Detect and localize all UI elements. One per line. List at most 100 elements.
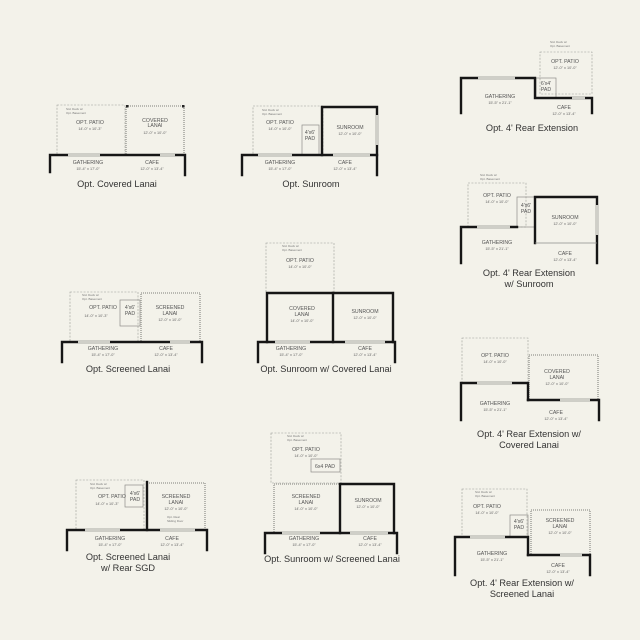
svg-text:COVERED: COVERED — [289, 306, 315, 312]
svg-text:Std. Deck w/: Std. Deck w/ — [475, 490, 492, 494]
svg-text:Opt. Basement: Opt. Basement — [82, 297, 102, 301]
svg-text:Covered Lanai: Covered Lanai — [499, 440, 559, 450]
svg-text:12'-0" x 10'-0": 12'-0" x 10'-0" — [353, 316, 377, 320]
svg-text:14'-0" x 10'-0": 14'-0" x 10'-0" — [268, 127, 292, 131]
svg-text:LANAI: LANAI — [550, 375, 565, 381]
plan-title: Opt. Screened Lanai — [86, 552, 170, 562]
svg-text:PAD: PAD — [130, 497, 141, 503]
svg-text:PAD: PAD — [305, 136, 316, 142]
svg-text:Opt. Basement: Opt. Basement — [287, 438, 307, 442]
svg-text:CAFE: CAFE — [363, 536, 377, 542]
sunroom-wall — [338, 482, 396, 535]
svg-text:12'-0" x 13'-4": 12'-0" x 13'-4" — [544, 417, 568, 421]
svg-text:15'-4" x 17'-0": 15'-4" x 17'-0" — [292, 543, 316, 547]
svg-text:SCREENED: SCREENED — [546, 518, 575, 524]
svg-text:SUNROOM: SUNROOM — [351, 309, 378, 315]
svg-text:12'-0" x 13'-4": 12'-0" x 13'-4" — [553, 258, 577, 262]
svg-text:PAD: PAD — [125, 311, 136, 317]
svg-text:w/ Rear SGD: w/ Rear SGD — [100, 563, 155, 573]
svg-text:COVERED: COVERED — [544, 369, 570, 375]
svg-text:Opt. Basement: Opt. Basement — [282, 248, 302, 252]
svg-text:OPT. PATIO: OPT. PATIO — [481, 353, 509, 359]
svg-text:6'x4': 6'x4' — [541, 81, 551, 87]
svg-text:14'-0" x 10'-0": 14'-0" x 10'-0" — [475, 511, 499, 515]
plan-title: Opt. Sunroom w/ Covered Lanai — [260, 364, 391, 374]
svg-text:LANAI: LANAI — [553, 524, 568, 530]
patio-outline — [539, 51, 593, 95]
svg-text:LANAI: LANAI — [295, 312, 310, 318]
plan-rear-extension-screened-lanai: Std. Deck w/ Opt. Basement OPT. PATIO 14… — [453, 488, 592, 599]
plan-sunroom-screened-lanai: Std. Deck w/ Opt. Basement OPT. PATIO 14… — [263, 432, 400, 564]
plan-rear-extension-sunroom: Std. Deck w/ Opt. Basement OPT. PATIO 14… — [459, 173, 599, 289]
svg-text:14'-0" x 10'-0": 14'-0" x 10'-0" — [290, 319, 314, 323]
patio-outline — [265, 242, 335, 294]
svg-text:12'-0" x 13'-4": 12'-0" x 13'-4" — [154, 353, 178, 357]
svg-text:12'-0" x 10'-0": 12'-0" x 10'-0" — [553, 222, 577, 226]
svg-text:12'-0" x 10'-0": 12'-0" x 10'-0" — [338, 132, 362, 136]
svg-text:OPT. PATIO: OPT. PATIO — [286, 258, 314, 264]
svg-text:Opt. Basement: Opt. Basement — [66, 111, 86, 115]
svg-text:12'-0" x 10'-0": 12'-0" x 10'-0" — [164, 507, 188, 511]
svg-text:GATHERING: GATHERING — [289, 536, 319, 542]
sunroom-wall — [331, 291, 395, 344]
svg-text:LANAI: LANAI — [163, 311, 178, 317]
svg-text:Std. Deck w/: Std. Deck w/ — [262, 108, 279, 112]
svg-text:14'-0" x 10'-0": 14'-0" x 10'-0" — [294, 507, 318, 511]
svg-text:12'-0" x 13'-4": 12'-0" x 13'-4" — [353, 353, 377, 357]
svg-text:Std. Deck w/: Std. Deck w/ — [287, 434, 304, 438]
svg-text:15'-4" x 17'-0": 15'-4" x 17'-0" — [98, 543, 122, 547]
plan-screened-lanai-rear-sgd: Std. Deck w/ Opt. Basement OPT. PATIO 14… — [65, 479, 209, 573]
patio-label: OPT. PATIO — [76, 120, 104, 126]
exterior-wall — [48, 153, 187, 177]
plan-sunroom: Std. Deck w/ Opt. Basement OPT. PATIO 14… — [240, 105, 379, 189]
svg-text:Sliding Door: Sliding Door — [167, 519, 183, 523]
svg-text:LANAI: LANAI — [148, 123, 163, 129]
svg-text:Opt. Basement: Opt. Basement — [550, 44, 570, 48]
exterior-wall — [60, 340, 204, 364]
plan-title: Opt. 4' Rear Extension — [483, 268, 575, 278]
svg-text:12'-0" x 10'-0": 12'-0" x 10'-0" — [143, 131, 167, 135]
svg-text:GATHERING: GATHERING — [477, 551, 507, 557]
svg-text:CAFE: CAFE — [557, 105, 571, 111]
svg-text:GATHERING: GATHERING — [88, 346, 118, 352]
svg-text:CAFE: CAFE — [558, 251, 572, 257]
svg-text:14'-0" x 10'-3": 14'-0" x 10'-3" — [84, 314, 108, 318]
plan-title: Opt. Sunroom w/ Screened Lanai — [264, 554, 400, 564]
plan-covered-lanai: Std. Deck w/ Opt. Basement OPT. PATIO 14… — [48, 104, 187, 189]
svg-text:SUNROOM: SUNROOM — [551, 215, 578, 221]
svg-text:14'-0" x 10'-3": 14'-0" x 10'-3" — [78, 127, 102, 131]
svg-text:12'-0" x 10'-0": 12'-0" x 10'-0" — [548, 531, 572, 535]
svg-text:12'-0" x 10'-0": 12'-0" x 10'-0" — [158, 318, 182, 322]
svg-text:14'-0" x 10'-0": 14'-0" x 10'-0" — [294, 454, 318, 458]
svg-text:SCREENED: SCREENED — [292, 494, 321, 500]
svg-text:4'x6': 4'x6' — [521, 203, 531, 209]
svg-text:OPT. PATIO: OPT. PATIO — [551, 59, 579, 65]
svg-text:GATHERING: GATHERING — [482, 240, 512, 246]
svg-text:GATHERING: GATHERING — [276, 346, 306, 352]
plan-screened-lanai: Std. Deck w/ Opt. Basement OPT. PATIO 14… — [60, 291, 204, 374]
svg-text:15'-4" x 17'-0": 15'-4" x 17'-0" — [268, 167, 292, 171]
svg-text:Std. Deck w/: Std. Deck w/ — [480, 173, 497, 177]
svg-text:15'-4" x 17'-0": 15'-4" x 17'-0" — [76, 167, 100, 171]
plan-title: Opt. 4' Rear Extension — [486, 123, 578, 133]
svg-text:SCREENED: SCREENED — [162, 494, 191, 500]
sgd-note: Opt. Rear — [167, 515, 180, 519]
plan-rear-extension: Std. Deck w/ Opt. Basement OPT. PATIO 12… — [459, 40, 594, 133]
svg-text:CAFE: CAFE — [338, 160, 352, 166]
svg-text:Opt. Basement: Opt. Basement — [475, 494, 495, 498]
svg-text:4'x6': 4'x6' — [125, 305, 135, 311]
exterior-wall — [459, 76, 594, 115]
cafe-label: CAFE — [145, 160, 159, 166]
plan-title: Opt. 4' Rear Extension w/ — [477, 429, 581, 439]
svg-text:12'-0" x 13'-4": 12'-0" x 13'-4" — [333, 167, 357, 171]
svg-text:15'-5" x 21'-1": 15'-5" x 21'-1" — [483, 408, 507, 412]
svg-text:GATHERING: GATHERING — [485, 94, 515, 100]
svg-text:OPT. PATIO: OPT. PATIO — [292, 447, 320, 453]
patio-outline — [56, 104, 126, 156]
svg-text:12'-0" x 13'-4": 12'-0" x 13'-4" — [140, 167, 164, 171]
pad-outline — [119, 299, 141, 327]
svg-text:15'-5" x 21'-1": 15'-5" x 21'-1" — [488, 101, 512, 105]
covered-lanai-wall — [265, 291, 335, 344]
plan-sunroom-covered-lanai: Std. Deck w/ Opt. Basement OPT. PATIO 14… — [256, 242, 397, 374]
